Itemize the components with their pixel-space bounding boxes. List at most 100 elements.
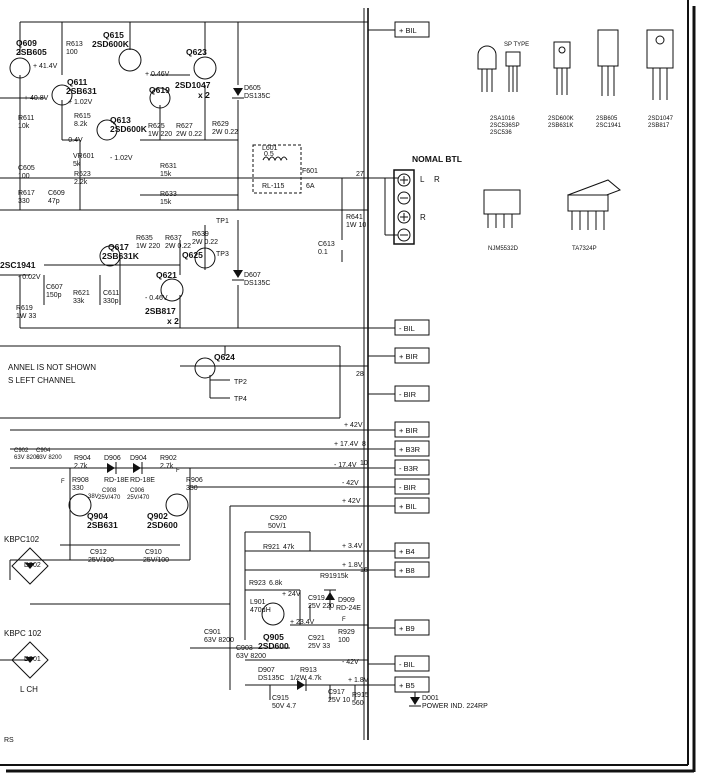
r611-label: R611 <box>18 115 34 122</box>
c609-label: C609 <box>48 190 65 197</box>
c611-value: 330p <box>103 298 119 305</box>
voltage: - 1.02V <box>110 155 133 162</box>
r641-label: R641 <box>346 214 363 221</box>
r625-label: R625 <box>148 123 165 130</box>
d901-label: D901 <box>24 656 41 663</box>
voltage: + 23.4V <box>290 619 315 626</box>
misc-labels: VR601 5k L601 0.5 RL-115 F601 6A L901 47… <box>4 145 462 744</box>
d904-label: D904 <box>130 455 147 462</box>
tp3-label: TP3 <box>216 251 229 258</box>
q617-part: 2SB631K <box>102 251 140 261</box>
r906-label: R906 <box>186 477 203 484</box>
c609-value: 47p <box>48 198 60 205</box>
voltage: + 3.4V <box>342 543 363 550</box>
bus-label: + BIR <box>399 426 419 435</box>
tp2-label: TP2 <box>234 379 247 386</box>
output-stage-wiring <box>0 21 385 329</box>
q615-part: 2SD600K <box>92 39 130 49</box>
c605-label: C605 <box>18 165 35 172</box>
c910-value: 25V/100 <box>143 557 169 564</box>
bridge-rectifier-bottom <box>11 641 49 679</box>
r923-label: R923 <box>249 580 266 587</box>
f601-value: 6A <box>306 183 315 190</box>
bus-label: + BIL <box>399 502 417 511</box>
d605-part: DS135C <box>244 93 270 100</box>
bus-label: - BIR <box>399 483 417 492</box>
speaker-r-label: R <box>420 213 426 222</box>
speaker-l-label: L <box>420 175 425 184</box>
q611-part: 2SB631 <box>66 86 97 96</box>
bus-label: - BIL <box>399 660 415 669</box>
package-part-line: 2SD1047 <box>648 116 674 122</box>
voltage: + 24V <box>282 591 301 598</box>
bus-label: - B3R <box>399 464 419 473</box>
q623-mult: x 2 <box>198 90 210 100</box>
c908-value: 25V/470 <box>98 495 121 501</box>
r617-label: R617 <box>18 190 35 197</box>
c611-label: C611 <box>103 290 119 297</box>
c902-label: C902 <box>14 448 29 454</box>
bus-label: + BIL <box>399 26 417 35</box>
c607-label: C607 <box>46 284 63 291</box>
c910-label: C910 <box>145 549 162 556</box>
r904-value: 2.7k <box>74 463 88 470</box>
wire-number: 8 <box>362 441 366 448</box>
q621-mult: x 2 <box>167 316 179 326</box>
r621-label: R621 <box>73 290 90 297</box>
q623-part: 2SD1047 <box>175 80 211 90</box>
r611-value: 10k <box>18 123 30 130</box>
bus-connectors <box>368 29 395 686</box>
q625-label: Q625 <box>182 250 203 260</box>
package-part-line: 2SB817 <box>648 123 670 129</box>
r908-label: R908 <box>72 477 89 484</box>
c917-label: C917 <box>328 689 345 696</box>
c906-label: C906 <box>130 488 145 494</box>
r915-value: 560 <box>352 700 364 707</box>
l901-label: L901 <box>250 599 266 606</box>
r637-label: R637 <box>165 235 182 242</box>
voltage: + 1.8V <box>342 562 363 569</box>
q902-label: Q902 <box>147 511 168 521</box>
note-line-2: S LEFT CHANNEL <box>8 376 76 385</box>
speaker-terminals <box>384 173 411 242</box>
r621-value: 33k <box>73 298 85 305</box>
r633-value: 15k <box>160 199 172 206</box>
voltage: - 0.4V <box>64 137 83 144</box>
r623-value: 2.2k <box>74 179 88 186</box>
ic2-label: TA7324P <box>572 246 597 252</box>
r637-value: 2W 0.22 <box>165 243 191 250</box>
c613-value: 0.1 <box>318 249 328 256</box>
r619-value: 1W 33 <box>16 313 36 320</box>
bus-labels: + BIL - BIL + BIR - BIR + BIR + B3R - B3… <box>399 26 421 690</box>
bus-label: - BIL <box>399 324 415 333</box>
r902-label: R902 <box>160 455 177 462</box>
voltage: + 41.4V <box>33 63 58 70</box>
q609-label: Q609 <box>16 38 37 48</box>
r627-label: R627 <box>176 123 193 130</box>
r929-label: R929 <box>338 629 355 636</box>
kbpc-bottom-label: KBPC 102 <box>4 629 42 638</box>
kbpc-top-label: KBPC102 <box>4 535 40 544</box>
wire-numbers: 27 28 8 10 16 <box>356 171 368 574</box>
q623-label: Q623 <box>186 47 207 57</box>
r635-value: 1W 220 <box>136 243 160 250</box>
c904-value: 63V 8200 <box>36 455 62 461</box>
r919-value: 15k <box>337 573 349 580</box>
f601-label: F601 <box>302 168 318 175</box>
c903-label: C903 <box>236 645 253 652</box>
r906-value: 330 <box>186 485 198 492</box>
r908-value: 330 <box>72 485 84 492</box>
q613-part: 2SD600K <box>110 124 148 134</box>
package-part-line: 2SD600K <box>548 116 574 122</box>
wire-number: 27 <box>356 171 364 178</box>
d907-label: D907 <box>258 667 275 674</box>
bus-label: + B9 <box>399 624 415 633</box>
resistor-labels: R613 100 R615 8.2k R611 10k R623 2.2k R6… <box>16 41 369 707</box>
r615-label: R615 <box>74 113 91 120</box>
q615-label: Q615 <box>103 30 124 40</box>
bus-label-boxes <box>394 21 430 693</box>
r617-value: 330 <box>18 198 30 205</box>
c908-label: C908 <box>102 488 117 494</box>
